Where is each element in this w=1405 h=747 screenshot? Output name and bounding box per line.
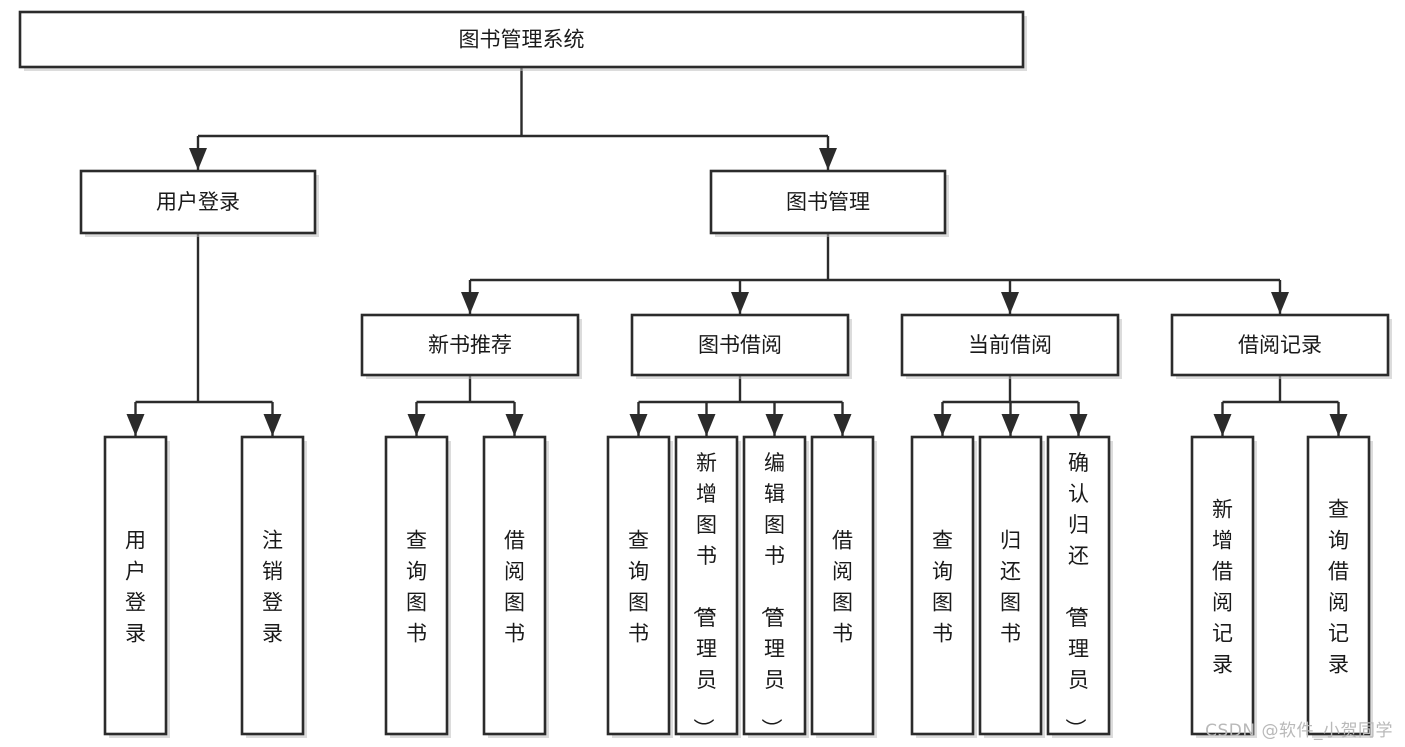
node-query-book-1[interactable]: 查询图书 [384, 435, 451, 738]
node-root[interactable]: 图书管理系统 [18, 10, 1027, 71]
node-label: 查询图书 [932, 529, 953, 646]
node-label: 图书管理系统 [459, 28, 585, 52]
arrow-head-icon [819, 148, 837, 170]
node-box[interactable] [482, 435, 547, 736]
node-add-borrow-record[interactable]: 新增借阅记录 [1190, 435, 1257, 738]
arrow-head-icon [629, 414, 648, 436]
node-borrow-book-1[interactable]: 借阅图书 [482, 435, 549, 738]
node-edit-book[interactable]: 编辑图书（管理员） [742, 435, 809, 739]
node-label: 借阅记录 [1238, 333, 1322, 357]
node-box[interactable] [1170, 313, 1390, 377]
arrow-head-icon [765, 414, 784, 436]
node-user-logout[interactable]: 注销登录 [240, 435, 307, 738]
node-label: 归还图书 [1000, 529, 1021, 646]
node-label: 用户登录 [156, 190, 240, 214]
node-new-book-recommend[interactable]: 新书推荐 [360, 313, 582, 379]
arrow-head-icon [697, 414, 716, 436]
node-label: 确认归还（管理员） [1063, 451, 1089, 739]
node-box[interactable] [630, 313, 850, 377]
node-label: 新增借阅记录 [1212, 498, 1233, 677]
csdn-watermark: CSDN @软件_小贺同学 [1205, 721, 1393, 741]
arrow-head-icon [407, 414, 426, 436]
node-current-borrow[interactable]: 当前借阅 [900, 313, 1122, 379]
node-book-management[interactable]: 图书管理 [709, 169, 949, 237]
node-box[interactable] [606, 435, 671, 736]
arrow-head-icon [1213, 414, 1232, 436]
node-label: 查询借阅记录 [1328, 498, 1349, 677]
node-label: 注销登录 [262, 529, 283, 646]
node-label: 借阅图书 [832, 529, 853, 646]
connector-layer [126, 67, 1348, 436]
node-return-book[interactable]: 归还图书 [978, 435, 1045, 738]
node-box[interactable] [360, 313, 580, 377]
node-label: 图书借阅 [698, 333, 782, 357]
node-box[interactable] [103, 435, 168, 736]
node-box[interactable] [978, 435, 1043, 736]
node-borrow-record[interactable]: 借阅记录 [1170, 313, 1392, 379]
node-label: 查询图书 [628, 529, 649, 646]
node-borrow-book-2[interactable]: 借阅图书 [810, 435, 877, 738]
node-query-book-3[interactable]: 查询图书 [910, 435, 977, 738]
node-confirm-return[interactable]: 确认归还（管理员） [1046, 435, 1113, 739]
node-query-book-2[interactable]: 查询图书 [606, 435, 673, 738]
node-layer: 图书管理系统用户登录用户登录注销登录图书管理新书推荐查询图书借阅图书图书借阅查询… [18, 10, 1392, 739]
node-box[interactable] [742, 435, 807, 736]
node-book-borrow[interactable]: 图书借阅 [630, 313, 852, 379]
node-user-login-do[interactable]: 用户登录 [103, 435, 170, 738]
node-box[interactable] [1046, 435, 1111, 736]
node-box[interactable] [674, 435, 739, 736]
node-label: 借阅图书 [504, 529, 525, 646]
node-box[interactable] [384, 435, 449, 736]
node-box[interactable] [709, 169, 947, 235]
node-label: 图书管理 [786, 190, 870, 214]
arrow-head-icon [126, 414, 145, 436]
node-box[interactable] [18, 10, 1025, 69]
arrow-head-icon [1001, 414, 1020, 436]
node-label: 新增图书（管理员） [691, 451, 717, 739]
node-box[interactable] [1306, 435, 1371, 736]
arrow-head-icon [1069, 414, 1088, 436]
node-query-borrow-record[interactable]: 查询借阅记录 [1306, 435, 1373, 738]
arrow-head-icon [833, 414, 852, 436]
node-add-book[interactable]: 新增图书（管理员） [674, 435, 741, 739]
arrow-head-icon [1329, 414, 1348, 436]
arrow-head-icon [1001, 292, 1019, 314]
node-label: 新书推荐 [428, 333, 512, 357]
arrow-head-icon [189, 148, 207, 170]
node-user-login[interactable]: 用户登录 [79, 169, 319, 237]
node-box[interactable] [1190, 435, 1255, 736]
arrow-head-icon [505, 414, 524, 436]
node-label: 当前借阅 [968, 333, 1052, 357]
node-label: 编辑图书（管理员） [759, 451, 785, 739]
node-label: 用户登录 [125, 529, 146, 646]
node-box[interactable] [79, 169, 317, 235]
node-box[interactable] [240, 435, 305, 736]
node-label: 查询图书 [406, 529, 427, 646]
arrow-head-icon [461, 292, 479, 314]
arrow-head-icon [933, 414, 952, 436]
node-box[interactable] [900, 313, 1120, 377]
arrow-head-icon [1271, 292, 1289, 314]
arrow-head-icon [731, 292, 749, 314]
node-box[interactable] [910, 435, 975, 736]
arrow-head-icon [263, 414, 282, 436]
node-box[interactable] [810, 435, 875, 736]
